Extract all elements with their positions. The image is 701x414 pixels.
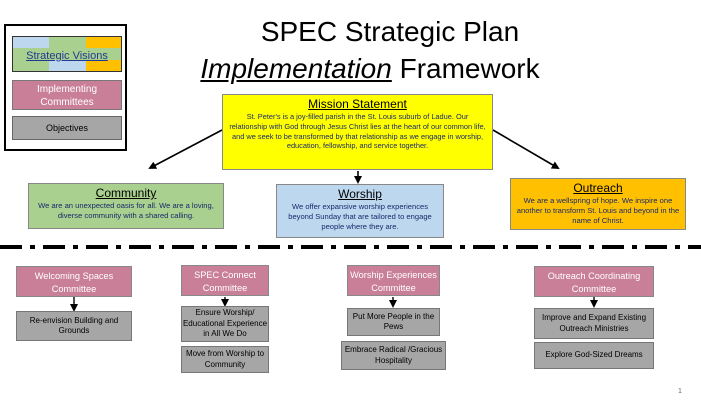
community-heading: Community [95,186,157,200]
page-title: SPEC Strategic Plan [260,16,520,47]
welcoming-spaces-committee: Welcoming Spaces Committee [16,266,132,297]
worship-experiences-committee: Worship Experiences Committee [347,265,440,296]
community-vision-box: Community We are an unexpected oasis for… [28,183,224,229]
objective-put-more-people: Put More People in the Pews [347,308,440,336]
subtitle-emphasis: Implementation [200,53,392,84]
legend-orange-swatch-2 [86,60,121,71]
legend-implementing-committees: Implementing Committees [12,80,122,110]
outreach-coordinating-committee: Outreach Coordinating Committee [534,266,654,297]
page-subtitle: Implementation Framework [150,53,590,85]
worship-vision-box: Worship We offer expansive worship exper… [276,184,444,238]
outreach-vision-box: Outreach We are a wellspring of hope. We… [510,178,686,230]
objective-re-envision-building: Re-envision Building and Grounds [16,311,132,341]
legend-blue-swatch [13,37,49,48]
objective-improve-outreach: Improve and Expand Existing Outreach Min… [534,308,654,339]
strategic-visions-legend: Strategic Visions [12,36,122,72]
legend-box: Strategic Visions Implementing Committee… [4,24,127,151]
legend-green-swatch [49,37,86,48]
mission-text: St. Peter's is a joy-filled parish in th… [229,112,486,151]
arrow-to-community [148,129,223,169]
outreach-text: We are a wellspring of hope. We inspire … [516,196,680,225]
legend-orange-swatch [86,37,121,48]
objective-god-sized-dreams: Explore God-Sized Dreams [534,342,654,369]
objective-move-from-worship: Move from Worship to Community [181,346,269,373]
dash-dot-divider [0,245,701,249]
mission-heading: Mission Statement [308,97,407,111]
worship-heading: Worship [338,187,382,201]
legend-green-band [13,48,121,60]
worship-text: We offer expansive worship experiences b… [288,202,432,231]
community-text: We are an unexpected oasis for all. We a… [38,201,214,220]
spec-connect-committee: SPEC Connect Committee [181,265,269,296]
legend-blue-swatch-2 [49,60,86,71]
mission-statement-box: Mission Statement St. Peter's is a joy-f… [222,94,493,170]
page-number: 1 [678,388,682,395]
objective-embrace-hospitality: Embrace Radical /Gracious Hospitality [341,341,446,370]
arrow-to-outreach [492,129,560,170]
subtitle-rest: Framework [391,53,540,84]
objective-ensure-worship: Ensure Worship/ Educational Experience i… [181,306,269,342]
legend-green-swatch-2 [13,60,49,71]
outreach-heading: Outreach [573,181,623,195]
legend-objectives: Objectives [12,116,122,140]
legend-strategic-visions-label: Strategic Visions [26,50,108,62]
